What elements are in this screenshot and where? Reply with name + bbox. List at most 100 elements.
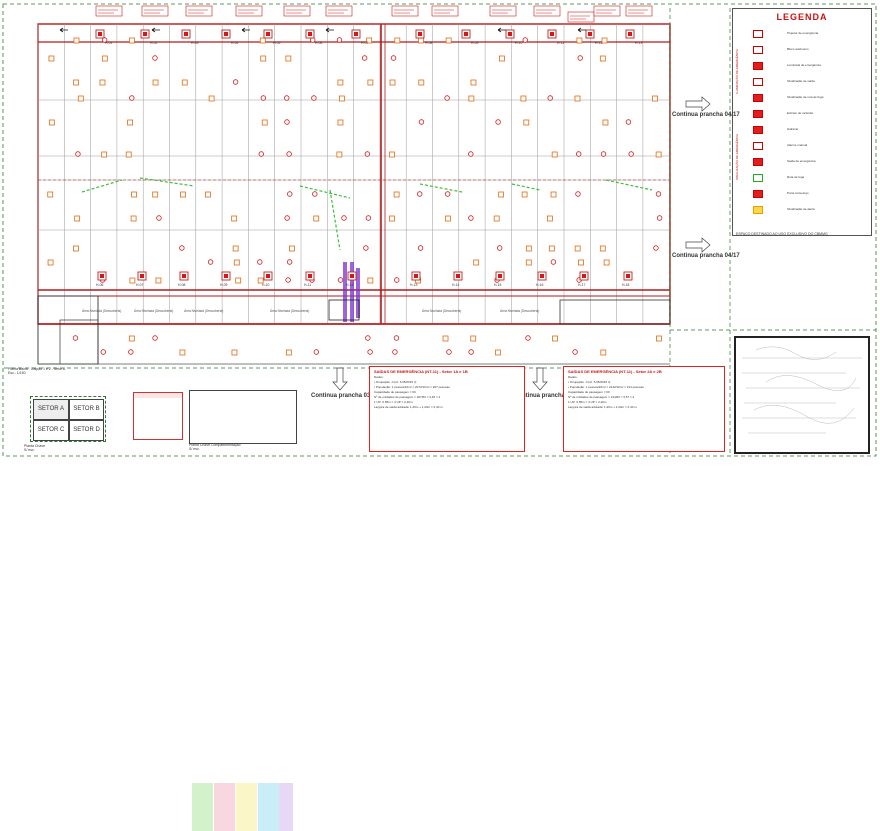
sector-a: SETOR A [33,399,69,420]
projector-icon [753,30,763,38]
emergency-light [231,349,238,356]
arrow-icon [59,27,68,33]
emergency-light [574,95,581,102]
emergency-light [129,37,135,44]
continuation-arrow [685,237,711,253]
emergency-light [498,191,505,198]
emergency-light [602,119,609,126]
exit-sign [284,215,290,221]
exit-sign [495,119,501,125]
mini-legend-table [133,392,183,440]
exit-sign [572,349,578,355]
legend-item-label: Luminária de emergência [787,63,821,67]
escape-route [139,177,195,187]
hydrant-label: H-04 [231,41,238,45]
approval-stamp-box [734,336,870,454]
emergency-light [232,245,239,252]
exit-sign [286,259,293,265]
exit-calc-line: Largura de saída adotada: 1,20m + 1,20m … [374,405,443,409]
exit-calc-line: 1 UP: 0,55m = 4 UP = 2,20m [374,400,413,404]
emergency-light [73,79,80,86]
emergency-light [257,277,264,284]
escape-route [329,189,341,251]
hydrant-label: H-09 [471,41,478,45]
legend-item: Porta corta-fogo [753,189,869,198]
emergency-light [525,259,532,266]
hydrant-label: H-10 [515,41,522,45]
hydrant-fill [498,274,502,278]
emergency-light [525,245,532,252]
hydrant-label: H-10 [262,283,269,287]
emergency-light [260,55,267,62]
continuation-label: Continua prancha 04/17 [672,112,740,118]
hydrant-fill [464,32,468,36]
legend-panel: LEGENDA ILUMINAÇÃO DE EMERGÊNCIA SINALIZ… [732,8,872,236]
exit-sign [367,349,373,355]
device-tag [431,5,459,17]
extinguisher-icon [753,110,763,118]
emergency-light [389,151,395,158]
exit-calc-line: 1 UP: 0,55m = 4 UP = 2,20m [568,400,607,404]
emergency-light [652,95,658,102]
sector-d: SETOR D [69,420,104,441]
emergency-light [129,277,136,284]
legend-item: Sinalização de alerta [753,205,869,214]
exit-sign [287,191,293,197]
emergency-light [179,349,186,356]
continuation-label: Continua prancha 04/17 [672,253,740,259]
legend-item: Hidrante [753,125,869,134]
autonomous-block-icon [753,46,763,54]
emergency-light [603,259,610,266]
emergency-light [393,191,400,198]
emergency-light [550,191,557,198]
emergency-light [499,55,505,62]
exit-sign [522,37,528,43]
hydrant-label: H-16 [536,283,543,287]
emergency-light [155,277,162,284]
manual-alarm-icon [753,142,763,150]
emergency-light [205,191,211,198]
legend-item-label: Projetor de emergência [787,31,819,35]
emergency-light [235,277,242,284]
hydrant-label: H-13 [635,41,642,45]
device-tag [625,5,653,17]
emergency-light [48,119,55,126]
emergency-light [578,259,584,266]
emergency-light [152,79,159,86]
emergency-light [655,151,662,158]
compartment-swatch [214,783,235,831]
hydrant-fill [308,32,312,36]
exit-sign [365,335,371,341]
emergency-light [208,95,215,102]
hydrant-label: H-17 [578,283,585,287]
exit-vestibule [328,299,360,321]
emergency-light [367,277,374,284]
hydrant-label: H-01 [105,41,112,45]
legend-item-label: Hidrante [787,127,799,131]
exit-calc-line: • Ocupação: J (ref. 6.05/2019 J) [568,380,611,384]
emergency-light [337,119,344,126]
hydrant-label: H-09 [220,283,227,287]
exit-sign [575,151,582,157]
emergency-light [47,191,54,198]
exit-calc-line: Largura de saída adotada: 1,20m + 1,20m … [568,405,637,409]
emergency-light [288,245,295,252]
emergency-light [601,37,608,44]
hydrant-fill [350,274,354,278]
emergency-light-icon [753,62,763,70]
emergency-light [128,335,135,342]
hydrant-label: H-06 [315,41,322,45]
continuation-arrow [685,96,711,112]
emergency-light [336,151,343,158]
mini-legend-header [134,393,182,398]
key-plan-title: Planta Chave [24,444,46,448]
emergency-light [367,79,374,86]
hydrant-label: H-06 [96,283,103,287]
arrow-icon [577,27,586,33]
legend-item-label: Extintor de incêndio [787,111,814,115]
plan-caption-scale: Esc.: 1/150 [8,371,26,375]
stamp-scribble [742,346,862,434]
exit-sign [337,277,344,283]
emergency-light [473,259,480,266]
emergency-light [394,37,401,44]
